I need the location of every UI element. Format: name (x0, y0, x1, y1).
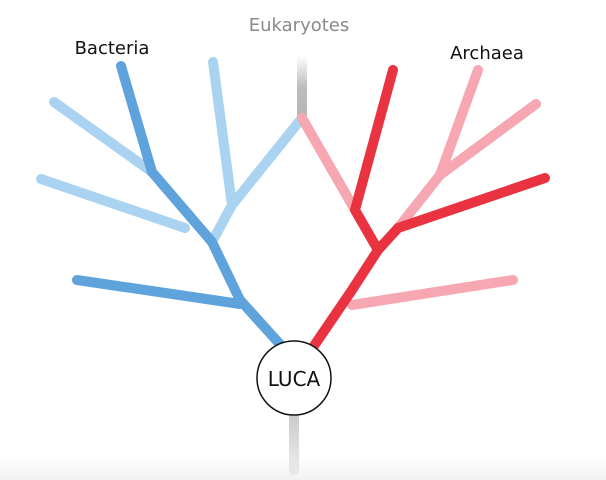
bacteria-branch-center-top (208, 57, 237, 210)
archaea-branch-top-right (435, 65, 483, 180)
archaea-main-branch (298, 65, 398, 367)
bottom-fade (0, 455, 606, 480)
archaea-label: Archaea (450, 43, 524, 64)
eukaryotes-label: Eukaryotes (249, 15, 350, 36)
eukaryote-archaea-link (297, 113, 360, 215)
luca-label: LUCA (268, 367, 321, 391)
luca-circle (256, 340, 332, 416)
archaea-side-branch (373, 173, 550, 255)
bacteria-main-branch (116, 61, 301, 367)
bacteria-side-branch (72, 275, 245, 309)
bacteria-label: Bacteria (75, 38, 150, 59)
archaea-branch-lower-right (347, 275, 518, 310)
bacteria-branch-upper-left (49, 97, 157, 177)
archaea-light-branches (297, 65, 541, 310)
bacteria-main-lineage (72, 61, 301, 367)
bacteria-branch-mid-left (36, 174, 190, 233)
bacteria-light-branches (36, 57, 307, 247)
archaea-branch-upper-right (393, 99, 541, 233)
luca-node: LUCA (256, 340, 332, 416)
archaea-main-lineage (298, 65, 550, 367)
